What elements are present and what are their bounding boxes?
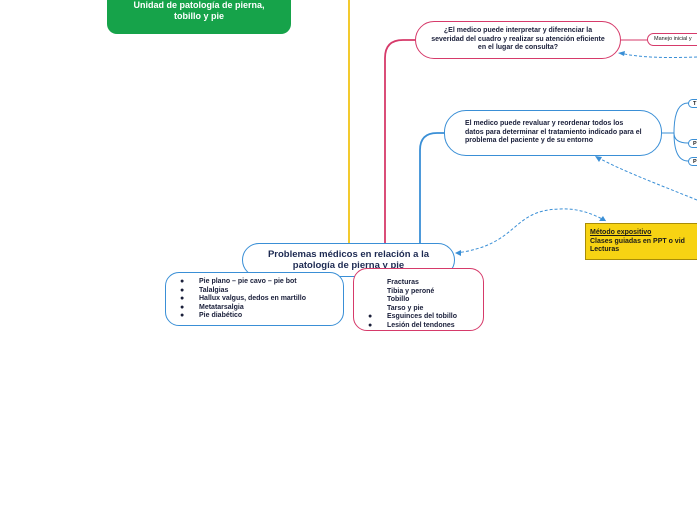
list-item-text: Talalgias bbox=[199, 286, 229, 294]
metodo-title: Método expositivo bbox=[590, 229, 652, 236]
bullet: ● bbox=[368, 313, 373, 320]
dashed-link-q1 bbox=[619, 52, 697, 59]
dashed-link-q2 bbox=[596, 156, 697, 201]
arrow-head-central bbox=[455, 250, 461, 256]
list-line: Fracturas bbox=[387, 279, 419, 286]
dashed-link-metodo bbox=[455, 208, 607, 254]
bullet: ● bbox=[368, 321, 373, 329]
central-topic-text: Problemas médicos en relación a la patol… bbox=[267, 249, 430, 271]
metodo-line: Clases guiadas en PPT o vid bbox=[590, 237, 685, 245]
list-line: Tibia y peroné bbox=[387, 287, 435, 295]
list-item-text: Hallux valgus, dedos en martillo bbox=[199, 295, 306, 302]
bullet: ● bbox=[180, 278, 185, 285]
stub-2-text: P bbox=[693, 141, 697, 147]
foot-pathology-list-node[interactable]: ● Pie plano – pie cavo – pie bot ● Talalgi… bbox=[165, 272, 344, 326]
list-item-text: Metatarsalgia bbox=[199, 303, 244, 311]
arrow-head-q2 bbox=[595, 156, 602, 162]
manejo-node[interactable]: Manejo inicial y bbox=[647, 33, 697, 46]
list-item: ● Hallux valgus, dedos en martillo bbox=[180, 295, 343, 304]
metodo-node[interactable]: Método expositivo Clases guiadas en PPT … bbox=[585, 223, 697, 260]
list-item-text: Pie diabético bbox=[199, 312, 243, 319]
list-item-text: Esguinces del tobillo bbox=[387, 313, 458, 320]
bullet: ● bbox=[180, 303, 185, 311]
list-item: ● Pie plano – pie cavo – pie bot bbox=[180, 278, 343, 287]
bullet: ● bbox=[180, 295, 185, 302]
bullet: ● bbox=[180, 286, 185, 294]
manejo-text: Manejo inicial y bbox=[654, 36, 692, 42]
central-topic[interactable]: Problemas médicos en relación a la patol… bbox=[242, 243, 455, 277]
stub-node-2[interactable]: P bbox=[688, 139, 697, 148]
stub-node-3[interactable]: P bbox=[688, 157, 697, 166]
stub-3-text: P bbox=[693, 159, 697, 165]
list-line: Tarso y pie bbox=[387, 304, 424, 312]
list-item-text: Lesión del tendones bbox=[387, 321, 455, 329]
arrow-head-metodo bbox=[599, 216, 606, 221]
stub-1-text: T bbox=[693, 101, 697, 107]
bullet: ● bbox=[180, 312, 185, 319]
list-item: ● Lesión del tendones bbox=[368, 322, 483, 331]
question-2-node[interactable]: El medico puede revaluar y reordenar tod… bbox=[444, 110, 662, 156]
question-1-node[interactable]: ¿El medico puede interpretar y diferenci… bbox=[415, 21, 621, 59]
pink-branch-line bbox=[384, 39, 416, 244]
list-item: ● Pie diabético bbox=[180, 312, 343, 321]
list-item: ● Metatarsalgia bbox=[180, 304, 343, 313]
stub-fan-lines bbox=[662, 102, 689, 162]
stub-node-1[interactable]: T bbox=[688, 99, 697, 108]
question-2-text: El medico puede revaluar y reordenar tod… bbox=[465, 120, 642, 145]
blue-branch-line bbox=[419, 132, 445, 244]
arrow-head-q1 bbox=[618, 51, 625, 56]
unit-title-topic[interactable]: Unidad de patología de pierna, tobillo y… bbox=[107, 0, 291, 34]
metodo-line: Lecturas bbox=[590, 246, 620, 253]
list-item-text: Pie plano – pie cavo – pie bot bbox=[199, 278, 297, 285]
list-item: ● Talalgias bbox=[180, 287, 343, 296]
unit-title-text: Unidad de patología de pierna, tobillo y… bbox=[133, 0, 265, 21]
trauma-list-node[interactable]: Fracturas Tibia y peroné Tobillo Tarso y… bbox=[353, 268, 484, 331]
list-line: Tobillo bbox=[387, 296, 410, 303]
question-1-text: ¿El medico puede interpretar y diferenci… bbox=[431, 27, 605, 52]
list-item: ● Esguinces del tobillo bbox=[368, 313, 483, 322]
